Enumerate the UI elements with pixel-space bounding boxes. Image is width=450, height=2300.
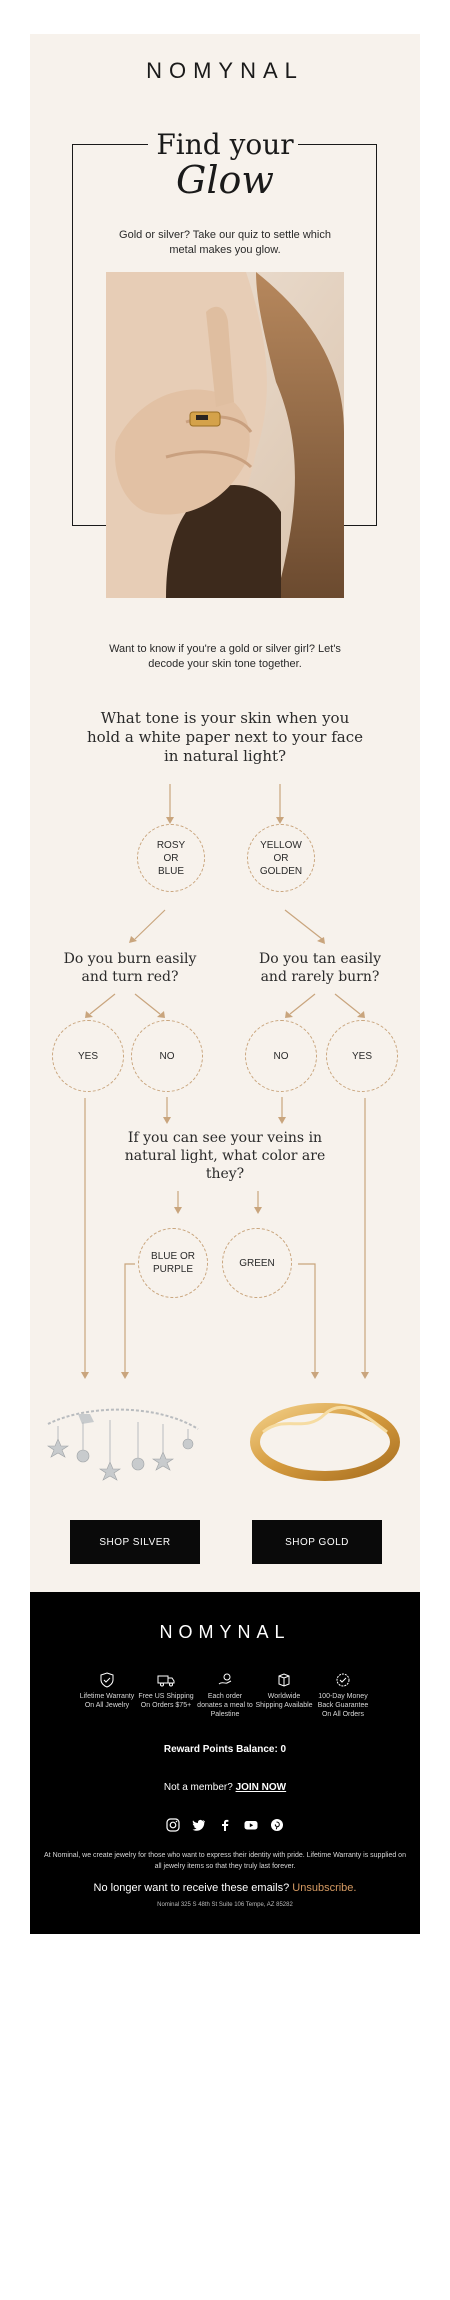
hero-photo[interactable]	[106, 272, 344, 598]
shop-gold-button[interactable]: SHOP GOLD	[252, 1520, 382, 1564]
perk-shipping: Free US Shipping On Orders $75+	[137, 1672, 195, 1710]
answer-green[interactable]: GREEN	[222, 1228, 292, 1298]
gold-ring-image[interactable]	[245, 1384, 405, 1494]
footer: NOMYNAL Lifetime Warranty On All Jewelry…	[30, 1592, 420, 1934]
answer-yellow-or-golden[interactable]: YELLOW OR GOLDEN	[247, 824, 315, 892]
answer-yellow-or-golden-label: YELLOW OR GOLDEN	[259, 839, 303, 877]
perk-donation: Each order donates a meal to Palestine	[196, 1672, 254, 1719]
perk-warranty-label: Lifetime Warranty On All Jewelry	[79, 1693, 135, 1709]
quiz-question-burn: Do you burn easily and turn red?	[63, 951, 197, 985]
email-content: NOMYNAL Find your Glow Gold or silver? T…	[30, 34, 420, 1592]
quiz-question-veins: If you can see your veins in natural lig…	[124, 1130, 326, 1182]
reward-points-balance: Reward Points Balance: 0	[163, 1744, 287, 1755]
gold-ring-illustration	[250, 1403, 400, 1481]
hero-subtitle: Gold or silver? Take our quiz to settle …	[119, 229, 331, 256]
quiz-question-tan: Do you tan easily and rarely burn?	[258, 951, 382, 985]
donate-icon	[218, 1673, 232, 1685]
twitter-icon[interactable]	[192, 1818, 206, 1832]
member-line: Not a member? JOIN NOW	[30, 1782, 420, 1793]
perk-shipping-label: Free US Shipping On Orders $75+	[138, 1693, 194, 1709]
package-icon	[278, 1673, 290, 1687]
silver-bracelet-image[interactable]	[38, 1384, 208, 1494]
hero-title-line2: Glow	[176, 158, 274, 202]
perk-warranty: Lifetime Warranty On All Jewelry	[78, 1672, 136, 1710]
answer-tan-no-label: NO	[273, 1050, 289, 1062]
quiz-intro: Want to know if you're a gold or silver …	[109, 643, 341, 670]
join-now-link[interactable]: JOIN NOW	[235, 1782, 287, 1793]
perk-guarantee: 100-Day Money Back Guarantee On All Orde…	[314, 1672, 372, 1719]
youtube-icon[interactable]	[244, 1818, 258, 1832]
email-body: NOMYNAL Find your Glow Gold or silver? T…	[30, 34, 420, 1934]
social-links	[30, 1818, 420, 1832]
legal-text: At Nominal, we create jewelry for those …	[44, 1852, 406, 1870]
answer-tan-yes[interactable]: YES	[326, 1020, 398, 1092]
answer-burn-no-label: NO	[159, 1050, 175, 1062]
answer-burn-no[interactable]: NO	[131, 1020, 203, 1092]
answer-blue-or-purple[interactable]: BLUE OR PURPLE	[138, 1228, 208, 1298]
silver-bracelet-illustration	[47, 1408, 199, 1481]
unsubscribe-line: No longer want to receive these emails? …	[30, 1882, 420, 1894]
quiz-question-1: What tone is your skin when you hold a w…	[87, 709, 363, 765]
perk-donation-label: Each order donates a meal to Palestine	[197, 1693, 253, 1718]
answer-blue-or-purple-label: BLUE OR PURPLE	[151, 1251, 195, 1275]
instagram-icon[interactable]	[166, 1818, 180, 1832]
answer-burn-yes-label: YES	[77, 1050, 98, 1062]
brand-logo[interactable]: NOMYNAL	[146, 58, 304, 83]
answer-rosy-or-blue-label: ROSY OR BLUE	[156, 839, 186, 877]
hero-title-backdrop	[148, 126, 298, 204]
pinterest-icon[interactable]	[270, 1818, 284, 1832]
footer-logo[interactable]: NOMYNAL	[159, 1622, 291, 1642]
hero-photo-illustration	[106, 272, 344, 598]
company-address: Nominal 325 S 48th St Suite 106 Tempe, A…	[157, 1902, 293, 1908]
shop-silver-button[interactable]: SHOP SILVER	[70, 1520, 200, 1564]
guarantee-badge-icon	[336, 1673, 350, 1687]
perk-worldwide-label: Worldwide Shipping Available	[255, 1693, 313, 1709]
answer-rosy-or-blue[interactable]: ROSY OR BLUE	[137, 824, 205, 892]
member-text: Not a member?	[163, 1782, 233, 1793]
facebook-icon[interactable]	[218, 1818, 232, 1832]
unsubscribe-link[interactable]: Unsubscribe.	[292, 1882, 357, 1894]
answer-tan-yes-label: YES	[351, 1050, 372, 1062]
flowchart-lines	[81, 784, 369, 1379]
perk-guarantee-label: 100-Day Money Back Guarantee On All Orde…	[317, 1693, 369, 1718]
answer-green-label: GREEN	[239, 1257, 275, 1269]
answer-burn-yes[interactable]: YES	[52, 1020, 124, 1092]
perk-worldwide: Worldwide Shipping Available	[255, 1672, 313, 1710]
unsubscribe-text: No longer want to receive these emails?	[93, 1882, 290, 1894]
hero-title-line1: Find your	[156, 128, 294, 161]
answer-tan-no[interactable]: NO	[245, 1020, 317, 1092]
shield-check-icon	[100, 1672, 114, 1688]
truck-icon	[157, 1675, 175, 1687]
